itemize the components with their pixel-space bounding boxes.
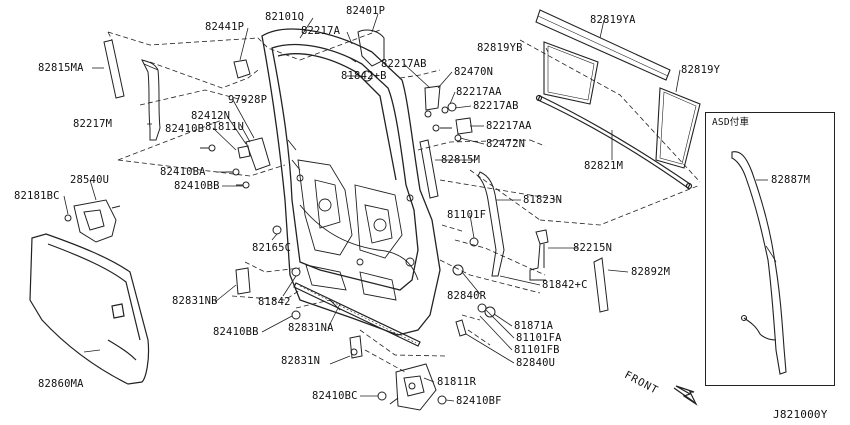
label-81842b: 81842+B <box>341 70 387 82</box>
label-82892m: 82892M <box>631 266 671 278</box>
label-82410bf: 82410BF <box>456 395 502 407</box>
label-82831n: 82831N <box>281 355 321 367</box>
label-82401p: 82401P <box>346 5 386 17</box>
trim-81823n <box>477 171 505 277</box>
label-82860ma: 82860MA <box>38 378 84 390</box>
roller-brackets <box>424 85 473 142</box>
label-81101f: 81101F <box>447 209 487 221</box>
label-82217ab2: 82217AB <box>473 100 519 112</box>
label-82410bb1: 82410BB <box>174 180 220 192</box>
dashed-guides <box>107 29 701 373</box>
module-28540u <box>64 199 121 243</box>
label-81842: 81842 <box>258 296 291 308</box>
label-82815ma: 82815MA <box>38 62 84 74</box>
label-82831nb: 82831NB <box>172 295 218 307</box>
label-82165c: 82165C <box>252 242 292 254</box>
trim-82815m <box>419 139 439 199</box>
label-82217ab1: 82217AB <box>381 58 427 70</box>
diagram-code: J821000Y <box>773 408 828 421</box>
label-82472n: 82472N <box>486 138 526 150</box>
front-arrow <box>673 385 698 406</box>
label-82181bc: 82181BC <box>14 190 60 202</box>
rod-82215n <box>529 229 549 281</box>
asd-inset-title: ASD付車 <box>712 117 750 128</box>
label-82470n: 82470N <box>454 66 494 78</box>
label-82217aa1: 82217AA <box>456 86 502 98</box>
latch-81811r <box>389 363 437 411</box>
door-inner-panel <box>287 139 419 311</box>
label-82410bc: 82410BC <box>312 390 358 402</box>
label-82819y: 82819Y <box>681 64 721 76</box>
label-82819yb: 82819YB <box>477 42 523 54</box>
door-frame <box>261 28 441 336</box>
label-82840r: 82840R <box>447 290 487 302</box>
label-82410bb2: 82410BB <box>213 326 259 338</box>
glass-82819 <box>535 9 701 169</box>
label-82101q: 82101Q <box>265 11 305 23</box>
trim-82892m <box>593 257 609 313</box>
label-82815m: 82815M <box>441 154 481 166</box>
weatherstrip-82831na <box>293 282 421 347</box>
sensor-strip-82887m <box>731 151 787 375</box>
label-82441p: 82441P <box>205 21 245 33</box>
leader-lines <box>63 13 768 402</box>
label-81811u: 81811U <box>205 121 245 133</box>
asd-inset-box: ASD付車 <box>705 112 835 386</box>
panel-82860ma <box>29 233 150 385</box>
label-82215n: 82215N <box>573 242 613 254</box>
label-82217a: 82217A <box>301 25 341 37</box>
label-82217aa2: 82217AA <box>486 120 532 132</box>
label-82410ba: 82410BA <box>160 166 206 178</box>
rail-82821m <box>535 94 693 190</box>
label-81101fa: 81101FA <box>516 332 562 344</box>
weatherstrip-82217m <box>141 59 161 141</box>
label-82831na: 82831NA <box>288 322 334 334</box>
label-97928p: 97928P <box>228 94 268 106</box>
label-82217m: 82217M <box>73 118 113 130</box>
label-81871a: 81871A <box>514 320 554 332</box>
label-82887m: 82887M <box>771 174 811 186</box>
bracket-82831nb <box>235 267 251 295</box>
label-81823n: 81823N <box>523 194 563 206</box>
label-82840u: 82840U <box>516 357 556 369</box>
strip-82840u <box>455 319 467 337</box>
label-82412n: 82412N <box>191 110 231 122</box>
label-82821m: 82821M <box>584 160 624 172</box>
clip-82831n <box>349 335 363 359</box>
label-82410b: 82410B <box>165 123 205 135</box>
label-81811r: 81811R <box>437 376 477 388</box>
trim-strip-82815ma <box>103 39 125 99</box>
label-28540u: 28540U <box>70 174 110 186</box>
label-81101fb: 81101FB <box>514 344 560 356</box>
label-82819ya: 82819YA <box>590 14 636 26</box>
label-81842c: 81842+C <box>542 279 588 291</box>
